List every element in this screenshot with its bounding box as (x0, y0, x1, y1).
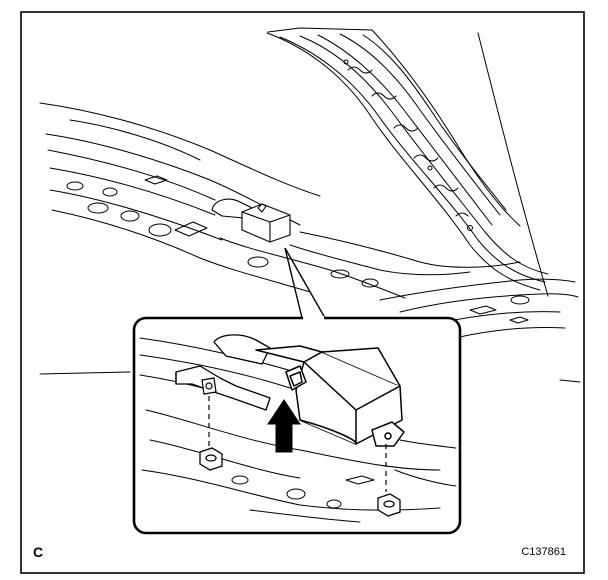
panel-letter: C (33, 544, 44, 560)
sensor-bracket (175, 334, 271, 411)
vehicle-floor-panel (39, 27, 581, 383)
nut-icon (377, 493, 401, 517)
airbag-sensor-small (211, 198, 291, 243)
nut-icon (199, 447, 223, 471)
callout-leader (284, 247, 326, 319)
airbag-sensor-large (255, 345, 405, 447)
bolt-icon (201, 377, 217, 448)
up-arrow-icon (267, 399, 301, 453)
detail-inset (132, 316, 462, 535)
figure-code: C137861 (521, 546, 566, 558)
outer-frame (20, 11, 585, 574)
